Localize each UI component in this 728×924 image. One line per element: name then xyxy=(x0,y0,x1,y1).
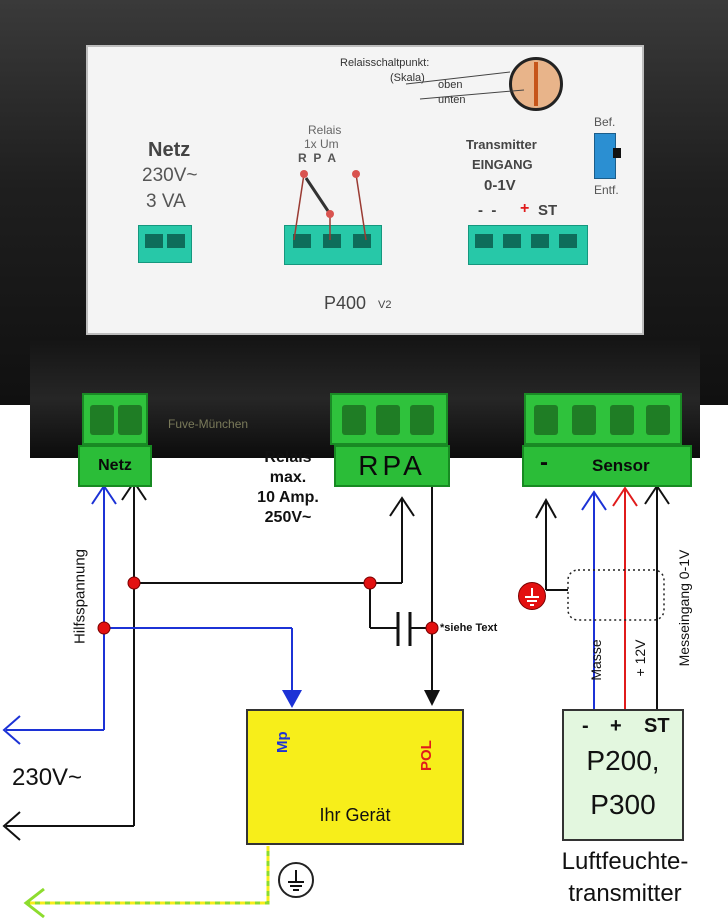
input-terminal-mini xyxy=(468,225,588,265)
junction-bus-right xyxy=(363,576,377,590)
arrow-mains-live xyxy=(2,715,21,745)
your-device-box: Mp POL Ihr Gerät xyxy=(246,709,464,845)
front-panel: Relaisschaltpunkt: (Skala) oben unten Ne… xyxy=(86,45,644,335)
input-pin-st: ST xyxy=(538,202,558,219)
input-pin-plus: + xyxy=(520,200,530,217)
earth-glyph-black xyxy=(288,870,304,891)
relay-contact xyxy=(304,177,332,215)
netz-screw-2 xyxy=(118,405,142,435)
arrow-sensor-minus xyxy=(535,497,557,519)
sensor-screw-4 xyxy=(646,405,670,435)
arrow-12v xyxy=(612,486,638,507)
input-range: 0-1V xyxy=(484,177,516,194)
mount-label: Bef. xyxy=(594,115,616,129)
masse-label: Masse xyxy=(588,639,604,681)
transmitter-caption-2: transmitter xyxy=(568,880,682,907)
relay-terminal-mini xyxy=(284,225,382,265)
power-title: Netz xyxy=(148,139,191,161)
aux-voltage-label: Hilfsspannung xyxy=(71,548,89,645)
measure-input-label: Messeingang 0-1V xyxy=(676,549,692,667)
junction-bus-left xyxy=(127,576,141,590)
cable-shield xyxy=(567,569,665,621)
relay-note-line1: Relais xyxy=(264,449,312,466)
relay-dot-p xyxy=(326,210,334,218)
pol-label: POL xyxy=(418,740,435,771)
relay-type: 1x Um xyxy=(304,137,339,151)
transmitter-pin-minus: - xyxy=(582,715,589,737)
sensor-minus-text: - xyxy=(540,449,548,476)
power-rating: 3 VA xyxy=(146,191,186,212)
transmitter-model-2: P300 xyxy=(590,789,656,820)
sensor-screw-2 xyxy=(572,405,596,435)
relay-title: Relais xyxy=(308,123,342,137)
scale-label: (Skala) xyxy=(390,72,425,84)
arrow-mains-return xyxy=(2,811,21,841)
sensor-terminal-block xyxy=(524,393,682,445)
rpa-terminal-block xyxy=(330,393,448,445)
input-label: EINGANG xyxy=(472,157,533,172)
earth-wire-stripe xyxy=(28,846,270,905)
rpa-screw-1 xyxy=(342,405,366,435)
sensor-screw-3 xyxy=(610,405,634,435)
relay-note-line4: 250V~ xyxy=(264,509,312,526)
remove-label: Entf. xyxy=(594,183,619,197)
mp-label: Mp xyxy=(274,731,291,753)
earth-icon xyxy=(278,862,314,898)
junction-aux xyxy=(97,621,111,635)
supply-label: + 12V xyxy=(632,639,648,677)
mains-label: 230V~ xyxy=(12,764,83,791)
manufacturer-label: Fuve-München xyxy=(168,417,249,431)
transmitter-model-1: P200, xyxy=(586,745,660,776)
sensor-terminal-label: - Sensor xyxy=(522,445,692,487)
device-name: Ihr Gerät xyxy=(319,805,391,825)
transmitter-pin-plus: + xyxy=(610,715,622,737)
netz-screw-1 xyxy=(90,405,114,435)
earth-icon-red xyxy=(518,582,546,610)
up-label: oben xyxy=(438,79,463,91)
power-terminal-mini xyxy=(138,225,192,263)
relay-note-line2: max. xyxy=(269,469,307,486)
sensor-text: Sensor xyxy=(592,456,650,475)
setpoint-potentiometer[interactable] xyxy=(509,57,563,111)
arrow-relay-p xyxy=(389,496,415,517)
rpa-screw-3 xyxy=(410,405,434,435)
relay-dot-r xyxy=(300,170,308,178)
transmitter-caption-1: Luftfeuchte- xyxy=(561,848,689,875)
input-pins-minus: - - xyxy=(478,202,497,219)
transmitter-title: Transmitter xyxy=(466,137,537,152)
netz-text: Netz xyxy=(98,457,132,474)
relay-note-line3: 10 Amp. xyxy=(257,489,319,506)
earth-glyph xyxy=(525,588,539,606)
relay-wire-r xyxy=(293,173,305,241)
leader-up xyxy=(405,71,511,85)
netz-terminal-label: Netz xyxy=(78,445,152,487)
rpa-screw-2 xyxy=(376,405,400,435)
netz-terminal-block xyxy=(82,393,148,445)
switchpoint-label: Relaisschaltpunkt: xyxy=(340,57,430,69)
version-label: V2 xyxy=(378,299,392,311)
rpa-text: RPA xyxy=(358,450,426,481)
sensor-screw-1 xyxy=(534,405,558,435)
arrow-to-mp xyxy=(282,690,302,708)
relay-pins: R P A xyxy=(298,151,337,165)
mount-switch[interactable] xyxy=(594,133,621,179)
transmitter-box: - + ST P200, P300 xyxy=(562,709,684,841)
model-label: P400 xyxy=(324,293,367,313)
arrow-to-pol xyxy=(424,690,440,706)
switch-knob xyxy=(613,148,621,158)
arrow-earth xyxy=(23,887,45,919)
rpa-terminal-label: RPA xyxy=(334,445,450,487)
relay-wire-a xyxy=(355,173,367,241)
junction-relay-a xyxy=(425,621,439,635)
potentiometer-slot xyxy=(534,62,538,106)
arrow-masse xyxy=(581,490,607,511)
leader-down xyxy=(419,89,525,100)
see-text-note: *siehe Text xyxy=(440,622,498,634)
power-voltage: 230V~ xyxy=(142,165,198,186)
relay-dot-a xyxy=(352,170,360,178)
transmitter-pin-st: ST xyxy=(644,715,670,737)
earth-wire xyxy=(28,846,270,905)
